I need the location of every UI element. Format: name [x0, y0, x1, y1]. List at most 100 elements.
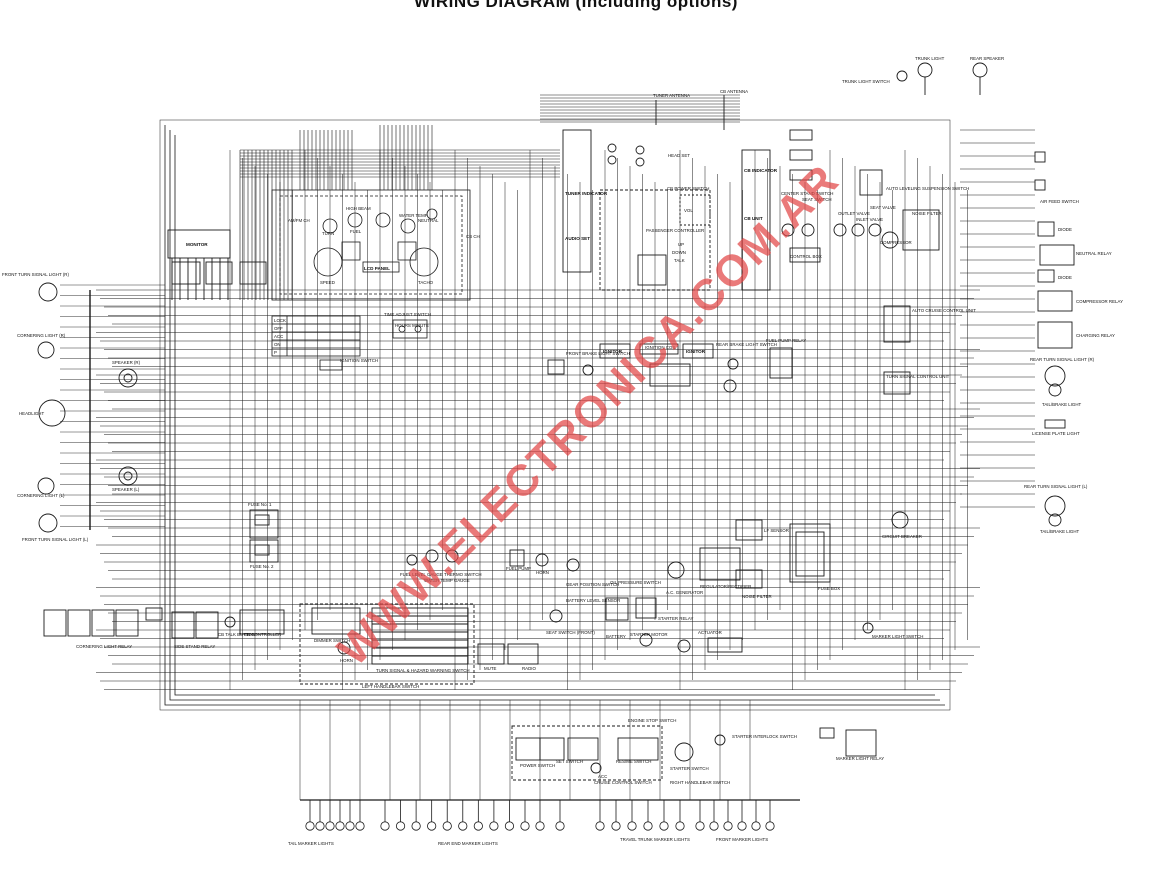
starter-switch-label: STARTER SWITCH: [670, 766, 709, 771]
cb-unit-label: CB UNIT: [744, 216, 763, 221]
ignition-acc: ACC: [274, 334, 283, 339]
rear-brake-switch-label: REAR BRAKE LIGHT SWITCH: [716, 342, 777, 347]
auto-cruise-unit-label: AUTO CRUISE CONTROL UNIT: [912, 308, 976, 313]
neutral-label: NEUTRAL: [418, 218, 439, 223]
center-stand-switch-label: CENTER STAND SWITCH: [781, 191, 833, 196]
horn-switch-label: HORN: [340, 658, 353, 663]
fuel-level-gauge-label: FUEL LEVEL GAUGE: [400, 572, 443, 577]
cruise-control-switch-label: CRUISE CONTROL SWITCH: [594, 780, 652, 785]
left-handlebar-label: LEFT HANDLEBAR SWITCH: [362, 684, 419, 689]
right-relays: [883, 221, 1075, 529]
marker-light-bulb: [355, 821, 365, 831]
front-turn-l-label: FRONT TURN SIGNAL LIGHT (L): [22, 537, 89, 542]
turn-label: TURN: [322, 231, 334, 236]
tail-brake-light-l-label: TAIL/BRAKE LIGHT: [1040, 529, 1080, 534]
tuner-antenna-label: TUNER ANTENNA: [653, 93, 690, 98]
marker-light-bulb: [737, 821, 747, 831]
marker-light-bulb: [643, 821, 653, 831]
starter-relay-label: STARTER RELAY: [658, 616, 693, 621]
marker-light-bulb: [627, 821, 637, 831]
battery-label: BATTERY: [606, 634, 626, 639]
monitor-box: [167, 229, 267, 300]
regulator-label: REGULATOR/RECTIFIER: [700, 584, 751, 589]
resume-switch-label: RES/ME SWITCH: [616, 759, 651, 764]
engine-stop-label: ENGINE STOP SWITCH: [628, 718, 676, 723]
right-handlebar-label: RIGHT HANDLEBAR SWITCH: [670, 780, 730, 785]
fuel-label: FUEL: [350, 229, 362, 234]
marker-light-bulb: [335, 821, 345, 831]
marker-light-bulb: [595, 821, 605, 831]
lower-left-block: [43, 509, 285, 639]
marker-light-bulb: [427, 821, 437, 831]
down-label: DOWN: [672, 250, 686, 255]
rear-speaker-label: REAR SPEAKER: [970, 56, 1004, 61]
charging-relay-label: CHARGING RELAY: [1076, 333, 1115, 338]
marker-light-bulb: [709, 821, 719, 831]
power-switch-label: POWER SWITCH: [520, 763, 555, 768]
marker-light-bulb: [535, 821, 545, 831]
monitor-label: MONITOR: [186, 242, 208, 247]
audio-set-label: AUDIO SET: [565, 236, 590, 241]
page-title: WIRING DIAGRAM (Including options): [414, 0, 738, 11]
lf-sensor-label: LF SENSOR: [764, 528, 789, 533]
cb-ch-label: CB CH: [466, 234, 480, 239]
cornering-light-r-label: CORNERING LIGHT (R): [17, 333, 66, 338]
rear-end-marker-label: REAR END MARKER LIGHTS: [438, 841, 498, 846]
fuel-pump-label: FUEL PUMP: [506, 566, 531, 571]
marker-light-bulb: [504, 821, 515, 831]
noise-filter-label: NOISE FILTER: [912, 211, 942, 216]
front-brake-switch-label: FRONT BRAKE LIGHT SWITCH: [566, 351, 630, 356]
water-temp-label: WATER TEMP: [399, 213, 428, 218]
marker-light-bulb: [659, 821, 669, 831]
inlet-valve-label: INLET VALVE: [856, 217, 883, 222]
neutral-relay-label: NEUTRAL RELAY: [1076, 251, 1112, 256]
ignition-off: OFF: [274, 326, 283, 331]
ignition-p: P: [274, 350, 277, 355]
meter-panel: [271, 189, 471, 301]
ignition-coil-label: IGNITION COIL: [645, 345, 677, 350]
rear-turn-r-label: REAR TURN SIGNAL LIGHT (R): [1030, 357, 1095, 362]
marker-light-bulb: [695, 821, 705, 831]
time-adjust-label: TIME ADJUST SWITCH: [384, 312, 431, 317]
starter-interlock-label: STARTER INTERLOCK SWITCH: [732, 734, 797, 739]
marker-light-bulb: [489, 821, 499, 831]
tacho-label: TACHO: [418, 280, 434, 285]
fuse-2-label: FUSE No. 2: [250, 564, 274, 569]
right-handlebar-block: [511, 725, 726, 781]
ignition-on: ON: [274, 342, 281, 347]
wire-harness: [60, 94, 1035, 800]
marker-light-bulb: [555, 821, 565, 831]
marker-light-bulb: [442, 821, 452, 831]
marker-light-bulb: [765, 821, 775, 831]
marker-light-bulb: [395, 821, 406, 831]
ignition-lock: LOCK: [274, 318, 286, 323]
ignitor-3-label: IGNITOR: [686, 349, 706, 354]
marker-lights: [300, 799, 800, 831]
actuator-label: ACTUATOR: [698, 630, 722, 635]
cb-indicator-label: CB INDICATOR: [744, 168, 778, 173]
marker-light-switch-label: MARKER LIGHT SWITCH: [872, 634, 923, 639]
marker-light-bulb: [458, 821, 468, 831]
head-set-label: HEAD SET: [668, 153, 690, 158]
noise-filter-2-label: NOISE FILTER: [742, 594, 772, 599]
marker-light-bulb: [473, 821, 483, 831]
rear-turn-l-label: REAR TURN SIGNAL LIGHT (L): [1024, 484, 1088, 489]
cornering-relay-label: CORNERING LIGHT RELAY: [76, 644, 132, 649]
cb-power-switch-label: CB POWER SWITCH: [667, 186, 709, 191]
am-fm-label: AM/FM CH: [288, 218, 310, 223]
compressor-label: COMPRESSOR: [880, 240, 912, 245]
ignition-switch-block: [271, 315, 428, 371]
set-switch-label: SET SWITCH: [556, 759, 583, 764]
fuse-box-label: FUSE BOX: [818, 586, 840, 591]
front-turn-r-label: FRONT TURN SIGNAL LIGHT (R): [2, 272, 69, 277]
tail-brake-light-label: TAIL/BRAKE LIGHT: [1042, 402, 1082, 407]
horn-label: HORN: [536, 570, 549, 575]
cornering-light-l-label: CORNERING LIGHT (L): [17, 493, 65, 498]
middle-lower-block: [406, 519, 877, 757]
main-harness-frame: [159, 119, 951, 711]
gear-position-label: GEAR POSITION SWITCH: [566, 582, 619, 587]
lcd-panel-label: LCD PANEL: [364, 266, 390, 271]
tuner-cb-units: [562, 95, 771, 291]
